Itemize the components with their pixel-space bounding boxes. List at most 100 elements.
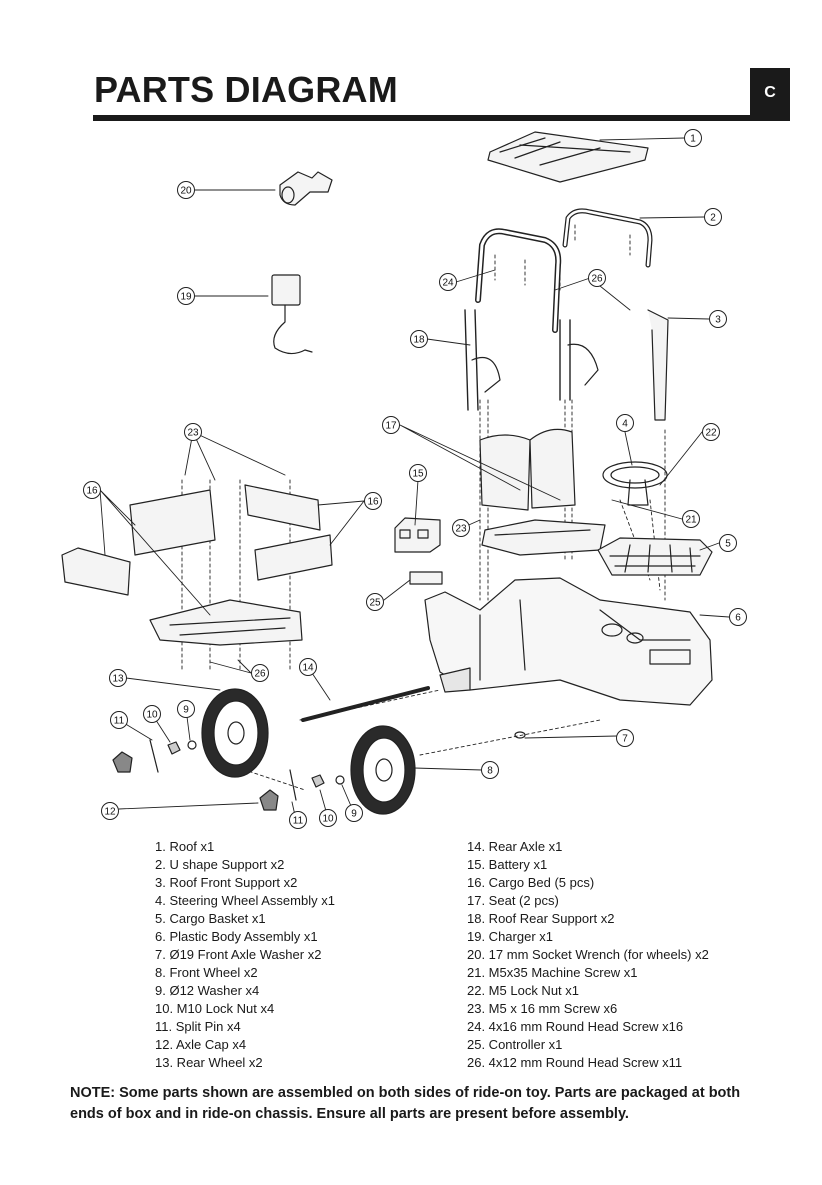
callout-26-bottom: 26 — [251, 664, 269, 682]
list-item: 25. Controller x1 — [467, 1037, 563, 1052]
svg-text:20: 20 — [180, 186, 192, 197]
svg-text:22: 22 — [705, 428, 717, 439]
callout-22: 22 — [702, 423, 720, 441]
list-item: 19. Charger x1 — [467, 929, 553, 944]
svg-text:10: 10 — [146, 710, 158, 721]
list-item: 22. M5 Lock Nut x1 — [467, 983, 579, 998]
arch-illustration — [475, 228, 562, 333]
socket-wrench-illustration — [279, 171, 333, 206]
seat-illustration — [479, 428, 606, 556]
list-item: 11. Split Pin x4 — [155, 1019, 241, 1034]
callout-11-rear: 11 — [110, 711, 128, 729]
callout-7: 7 — [616, 729, 634, 747]
svg-text:24: 24 — [442, 278, 454, 289]
list-item: 2. U shape Support x2 — [155, 857, 285, 872]
list-item: 21. M5x35 Machine Screw x1 — [467, 965, 638, 980]
list-item: 16. Cargo Bed (5 pcs) — [467, 875, 595, 890]
rear-wheel-illustration — [201, 688, 269, 778]
list-item: 10. M10 Lock Nut x4 — [155, 1001, 275, 1016]
svg-text:8: 8 — [487, 766, 493, 777]
svg-text:3: 3 — [715, 315, 721, 326]
svg-text:9: 9 — [183, 705, 189, 716]
callout-11-front: 11 — [289, 811, 307, 829]
svg-text:5: 5 — [725, 539, 731, 550]
callout-19: 19 — [177, 287, 195, 305]
svg-text:6: 6 — [735, 613, 741, 624]
svg-text:11: 11 — [293, 816, 304, 827]
hardware-illustration — [112, 731, 526, 811]
callout-5: 5 — [719, 534, 737, 552]
svg-text:10: 10 — [322, 814, 334, 825]
list-item: 5. Cargo Basket x1 — [155, 911, 266, 926]
callout-10-front: 10 — [319, 809, 337, 827]
callout-10-rear: 10 — [143, 705, 161, 723]
callout-4: 4 — [616, 414, 634, 432]
svg-text:21: 21 — [685, 515, 697, 526]
callout-1: 1 — [684, 129, 702, 147]
battery-illustration — [394, 517, 441, 553]
callout-17: 17 — [382, 416, 400, 434]
cargo-basket-illustration — [597, 537, 713, 576]
svg-text:2: 2 — [710, 213, 716, 224]
list-item: 8. Front Wheel x2 — [155, 965, 258, 980]
list-item: 3. Roof Front Support x2 — [155, 875, 298, 890]
callout-18: 18 — [410, 330, 428, 348]
svg-text:11: 11 — [114, 716, 125, 727]
callout-15: 15 — [409, 464, 427, 482]
callout-6: 6 — [729, 608, 747, 626]
svg-text:7: 7 — [622, 734, 628, 745]
note-text: Some parts shown are assembled on both s… — [70, 1085, 741, 1122]
svg-text:13: 13 — [112, 674, 124, 685]
svg-text:19: 19 — [180, 292, 192, 303]
cargo-bed-illustration — [61, 484, 333, 646]
controller-illustration — [409, 571, 443, 585]
callout-21: 21 — [682, 510, 700, 528]
list-item: 14. Rear Axle x1 — [467, 839, 563, 854]
svg-text:15: 15 — [412, 469, 424, 480]
list-item: 9. Ø12 Washer x4 — [155, 983, 260, 998]
list-item: 7. Ø19 Front Axle Washer x2 — [155, 947, 322, 962]
callout-13: 13 — [109, 669, 127, 687]
callout-24: 24 — [439, 273, 457, 291]
list-item: 20. 17 mm Socket Wrench (for wheels) x2 — [467, 947, 709, 962]
roof-rear-support-illustration — [464, 309, 599, 411]
assembly-note: NOTE: Some parts shown are assembled on … — [70, 1083, 770, 1125]
svg-text:25: 25 — [369, 598, 381, 609]
list-item: 15. Battery x1 — [467, 857, 548, 872]
callout-3: 3 — [709, 310, 727, 328]
list-item: 6. Plastic Body Assembly x1 — [155, 929, 318, 944]
callout-26-top: 26 — [588, 269, 606, 287]
svg-text:16: 16 — [367, 497, 379, 508]
svg-text:17: 17 — [385, 421, 397, 432]
front-wheel-illustration — [350, 725, 416, 815]
list-item: 1. Roof x1 — [155, 839, 215, 854]
callout-9-front: 9 — [345, 804, 363, 822]
callout-25: 25 — [366, 593, 384, 611]
svg-text:14: 14 — [302, 663, 314, 674]
svg-text:23: 23 — [455, 524, 467, 535]
svg-text:1: 1 — [690, 134, 696, 145]
note-label: NOTE: — [70, 1085, 116, 1101]
section-tab: C — [750, 68, 790, 121]
charger-illustration — [271, 274, 313, 355]
list-item: 12. Axle Cap x4 — [155, 1037, 247, 1052]
u-support-illustration — [562, 208, 653, 268]
list-item: 4. Steering Wheel Assembly x1 — [155, 893, 335, 908]
callout-20: 20 — [177, 181, 195, 199]
parts-list-right: 14. Rear Axle x1 15. Battery x1 16. Carg… — [467, 838, 709, 1072]
list-item: 13. Rear Wheel x2 — [155, 1055, 263, 1070]
parts-list-left: 1. Roof x1 2. U shape Support x2 3. Roof… — [155, 838, 335, 1072]
body-illustration — [424, 577, 713, 706]
list-item: 24. 4x16 mm Round Head Screw x16 — [467, 1019, 684, 1034]
svg-text:18: 18 — [413, 335, 425, 346]
svg-text:16: 16 — [86, 486, 98, 497]
roof-illustration — [487, 131, 649, 183]
list-item: 18. Roof Rear Support x2 — [467, 911, 615, 926]
svg-text:4: 4 — [622, 419, 628, 430]
title-rule — [93, 115, 790, 121]
rear-axle-illustration — [301, 686, 430, 722]
callout-23-left: 23 — [184, 423, 202, 441]
steering-wheel-illustration — [602, 461, 668, 506]
svg-text:26: 26 — [591, 274, 603, 285]
